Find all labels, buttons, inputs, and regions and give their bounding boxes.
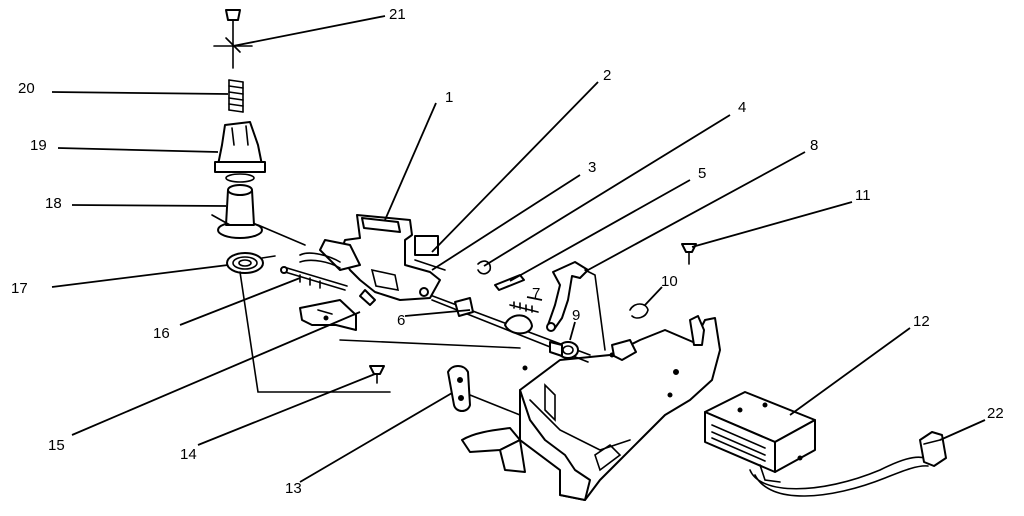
part-9-bushing (549, 339, 637, 361)
part-4-clip (477, 260, 492, 275)
callout-13: 13 (285, 480, 302, 497)
callout-22: 22 (987, 405, 1004, 422)
callout-18: 18 (45, 195, 62, 212)
part-22-connector (919, 431, 947, 467)
callout-16: 16 (153, 325, 170, 342)
chassis-base (519, 315, 721, 501)
callout-5: 5 (698, 165, 706, 182)
part-18-sleeve (217, 184, 263, 239)
callout-1: 1 (445, 89, 453, 106)
callout-12: 12 (913, 313, 930, 330)
part-16-rod (280, 266, 348, 291)
callout-10: 10 (661, 273, 678, 290)
part-8-bracket (546, 261, 606, 351)
callout-3: 3 (588, 159, 596, 176)
callout-6: 6 (397, 312, 405, 329)
callout-9: 9 (572, 307, 580, 324)
part-20-spring (228, 79, 244, 113)
part-1-assembly (299, 214, 441, 306)
leader-lines (51, 15, 986, 483)
callout-8: 8 (810, 137, 818, 154)
part-15-plate (299, 299, 357, 331)
callout-2: 2 (603, 67, 611, 84)
callout-19: 19 (30, 137, 47, 154)
part-12-module (704, 391, 929, 497)
alignment-lines (211, 214, 521, 416)
part-7-spring (509, 301, 539, 313)
part-5-pin (494, 274, 525, 291)
part-10-eclip (629, 303, 649, 319)
part-21-screw (213, 9, 253, 69)
callout-17: 17 (11, 280, 28, 297)
part-17-coil (226, 252, 276, 274)
callout-7: 7 (532, 285, 540, 302)
part-13-lever (447, 365, 526, 473)
callout-21: 21 (389, 6, 406, 23)
callout-4: 4 (738, 99, 746, 116)
part-19-housing (214, 121, 266, 183)
callout-15: 15 (48, 437, 65, 454)
callout-14: 14 (180, 446, 197, 463)
callout-labels: 21 20 19 18 17 16 15 14 13 1 2 3 4 5 6 7… (11, 6, 1004, 497)
callout-20: 20 (18, 80, 35, 97)
part-14-screw (369, 365, 385, 384)
callout-11: 11 (855, 187, 871, 204)
